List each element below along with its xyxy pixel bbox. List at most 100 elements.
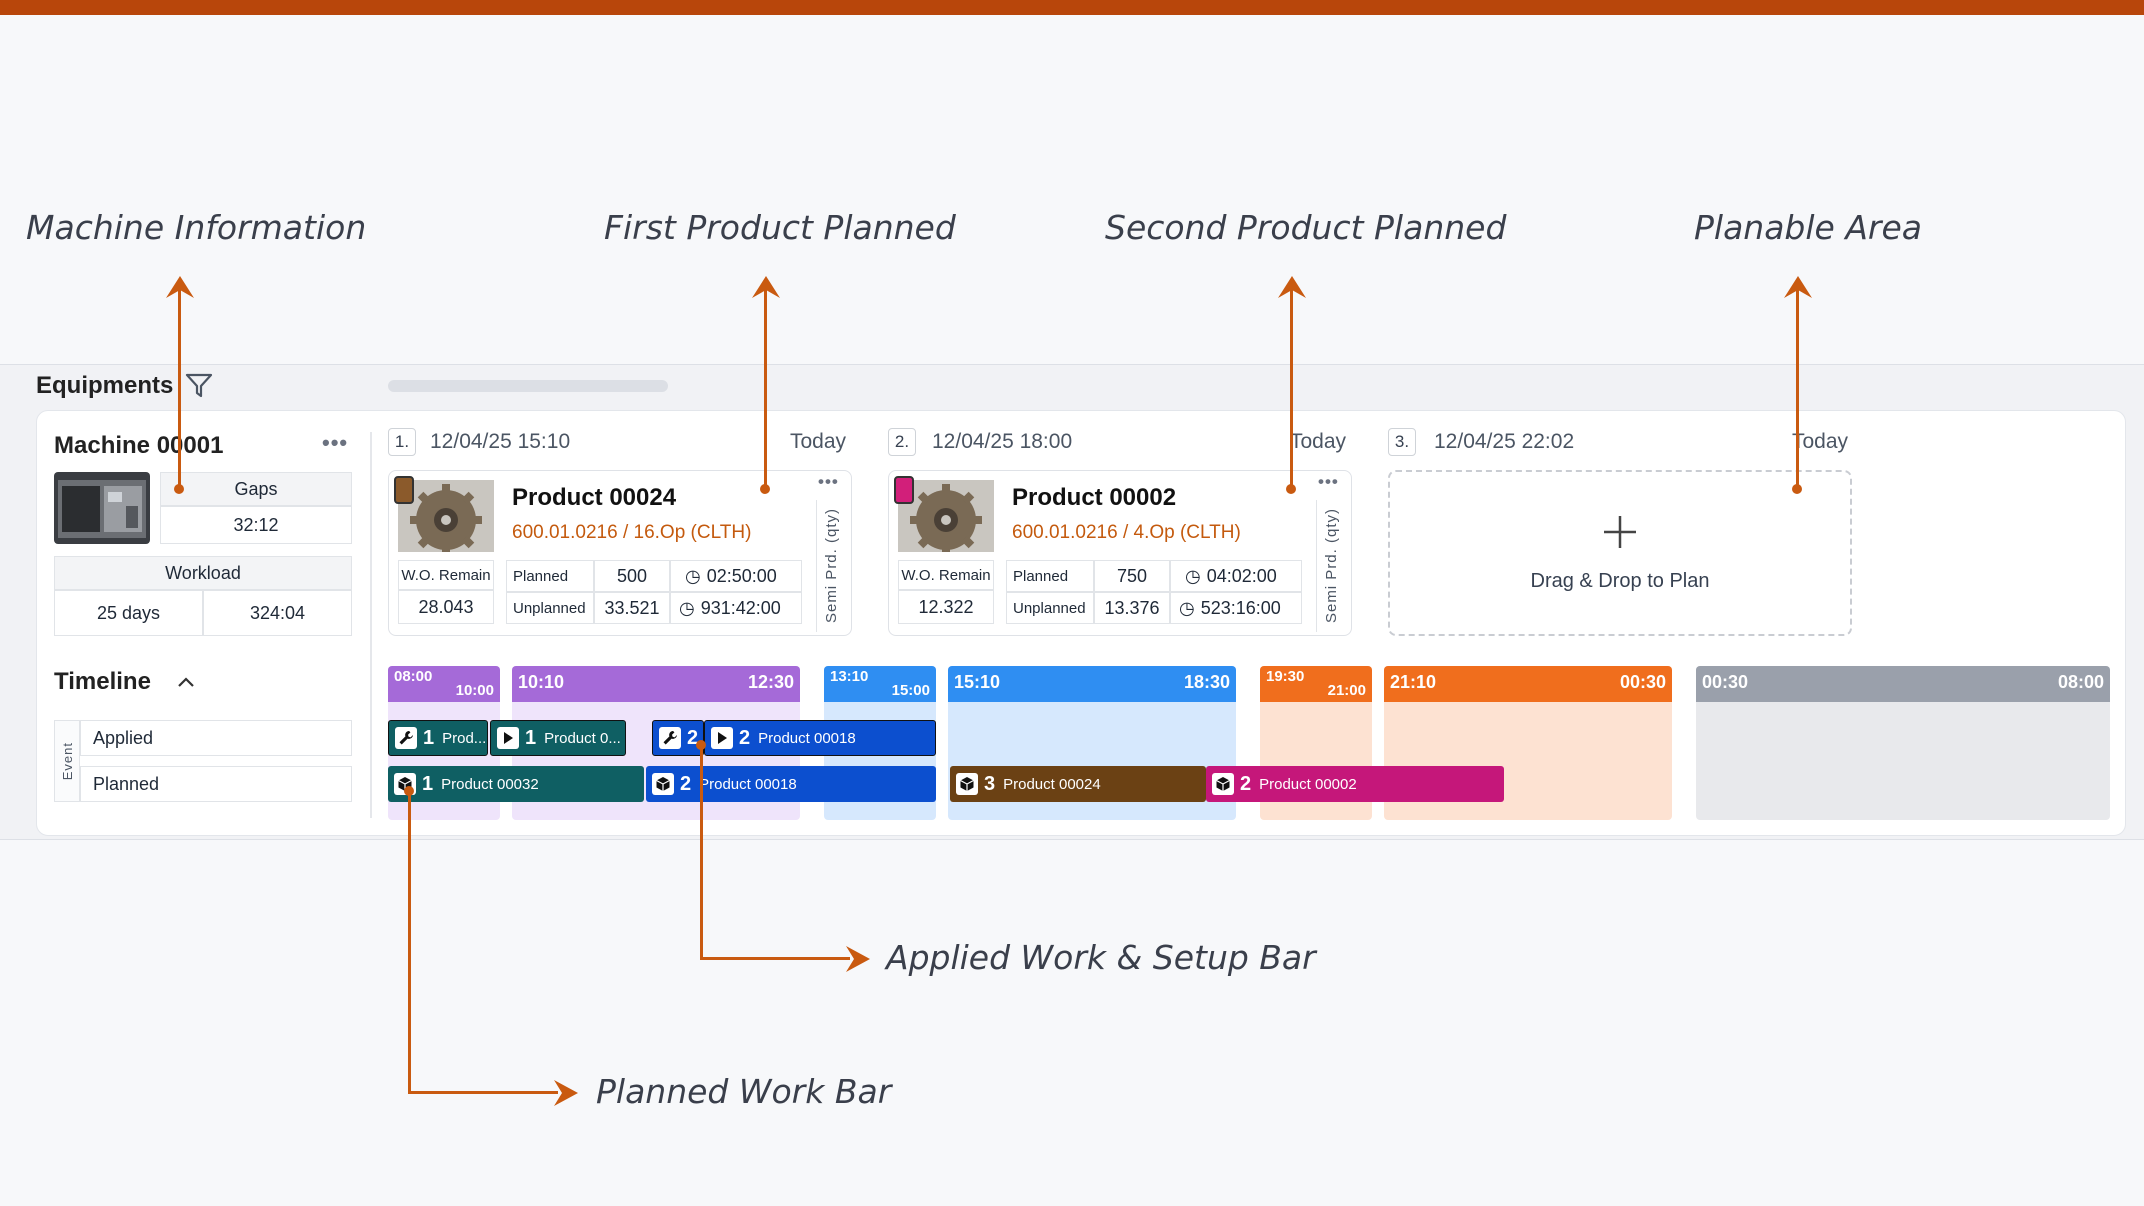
callout-machine-information: Machine Information [26, 208, 367, 247]
shift-end: 10:00 [455, 682, 494, 699]
shift-end: 00:30 [1619, 672, 1666, 692]
bar-index: 2 [687, 726, 699, 749]
unplanned-label: Unplanned [1006, 592, 1094, 624]
wo-remain-label: W.O. Remain [398, 560, 494, 590]
timeline-title: Timeline [54, 668, 151, 695]
clock-icon: ◷ [1185, 565, 1201, 586]
planned-time: ◷02:50:00 [670, 560, 802, 592]
unplanned-qty: 13.376 [1094, 592, 1170, 624]
slot-1-today: Today [790, 430, 847, 453]
slot-3-today: Today [1792, 430, 1849, 453]
callout-second-product: Second Product Planned [1105, 208, 1507, 247]
applied-work-bar[interactable]: 2 Product 00018 [704, 720, 936, 756]
bar-label: Product 00032 [441, 775, 539, 793]
product-2-name: Product 00002 [1012, 484, 1177, 511]
box-icon [956, 773, 978, 795]
semi-product-tab[interactable]: Semi Prd. (qty) [1316, 500, 1346, 632]
workload-hours: 324:04 [203, 590, 352, 636]
arrow-head-icon [1780, 274, 1816, 307]
gear-thumbnail [898, 480, 994, 556]
chevron-up-icon[interactable] [174, 672, 198, 692]
arrow-dot [760, 484, 770, 494]
shift-end: 08:00 [2057, 672, 2104, 692]
product-color-tag [894, 476, 914, 504]
planned-label: Planned [1006, 560, 1094, 592]
bar-label: Product 00002 [1259, 775, 1357, 793]
shift-header[interactable]: 21:10 00:30 [1384, 666, 1672, 702]
planned-label: Planned [506, 560, 594, 592]
bar-label: Product 0... [544, 729, 621, 747]
shift-end: 15:00 [891, 682, 930, 699]
machine-divider [370, 432, 372, 818]
shift-header[interactable]: 00:30 08:00 [1696, 666, 2110, 702]
play-icon [711, 727, 733, 749]
more-horizontal-icon[interactable]: ••• [322, 430, 349, 455]
shift-header[interactable]: 13:10 15:00 [824, 666, 936, 702]
horizontal-scrollbar[interactable] [388, 380, 668, 392]
clock-icon: ◷ [679, 597, 695, 618]
planned-time: ◷04:02:00 [1170, 560, 1302, 592]
callout-first-product: First Product Planned [604, 208, 956, 247]
slot-2-today: Today [1290, 430, 1347, 453]
shift-start: 08:00 [394, 668, 433, 685]
shift-start: 21:10 [1390, 672, 1437, 692]
callout-planned-bar: Planned Work Bar [596, 1072, 892, 1111]
slot-2-number: 2. [888, 428, 916, 456]
bar-index: 1 [423, 726, 435, 749]
planned-work-bar[interactable]: 1 Product 00032 [388, 766, 644, 802]
bar-label: Product 00018 [699, 775, 797, 793]
slot-3-number: 3. [1388, 428, 1416, 456]
bar-label: Product 00018 [758, 729, 856, 747]
wo-remain-value: 12.322 [898, 590, 994, 624]
product-2-code: 600.01.0216 / 4.Op (CLTH) [1012, 522, 1241, 543]
wrench-icon [395, 727, 417, 749]
machine-thumbnail [54, 472, 150, 544]
slot-2-datetime: 12/04/25 18:00 [932, 430, 1073, 453]
shift-start: 19:30 [1266, 668, 1305, 685]
arrow-head-icon [748, 274, 784, 307]
semi-product-tab[interactable]: Semi Prd. (qty) [816, 500, 846, 632]
bar-index: 1 [422, 772, 434, 795]
arrow-dot [1286, 484, 1296, 494]
shift-end: 21:00 [1327, 682, 1366, 699]
arrow-machine [178, 290, 181, 488]
unplanned-qty: 33.521 [594, 592, 670, 624]
bar-label: Product 00024 [1003, 775, 1101, 793]
arrow-dot [174, 484, 184, 494]
arrow-second-product [1290, 290, 1293, 488]
arrow-dot [404, 786, 414, 796]
product-1-name: Product 00024 [512, 484, 677, 511]
clock-icon: ◷ [685, 565, 701, 586]
product-1-more-icon[interactable]: ••• [818, 472, 839, 491]
shift-end: 12:30 [747, 672, 794, 692]
bar-index: 2 [739, 726, 751, 749]
callout-applied-bar: Applied Work & Setup Bar [886, 938, 1316, 977]
shift-header[interactable]: 19:30 21:00 [1260, 666, 1372, 702]
semi-product-label: Semi Prd. (qty) [823, 508, 840, 624]
gear-thumbnail [398, 480, 494, 556]
callout-planable-area: Planable Area [1694, 208, 1923, 247]
wo-remain-value: 28.043 [398, 590, 494, 624]
shift-start: 13:10 [830, 668, 869, 685]
machine-name: Machine 00001 [54, 432, 224, 459]
shift-start: 00:30 [1702, 672, 1749, 692]
shift-header[interactable]: 08:00 10:00 [388, 666, 500, 702]
arrow-head-icon [842, 944, 872, 979]
semi-product-label: Semi Prd. (qty) [1323, 508, 1340, 624]
slot-3-datetime: 12/04/25 22:02 [1434, 430, 1575, 453]
applied-work-bar[interactable]: 1 Prod... [388, 720, 488, 756]
arrow-planned-vertical [408, 790, 411, 1094]
applied-work-bar[interactable]: 2 [652, 720, 704, 756]
product-2-more-icon[interactable]: ••• [1318, 472, 1339, 491]
shift-start: 15:10 [954, 672, 1001, 692]
arrow-dot [1792, 484, 1802, 494]
drag-drop-zone[interactable] [1388, 470, 1852, 636]
filter-icon[interactable] [184, 372, 214, 400]
bar-label: Prod... [442, 729, 487, 747]
